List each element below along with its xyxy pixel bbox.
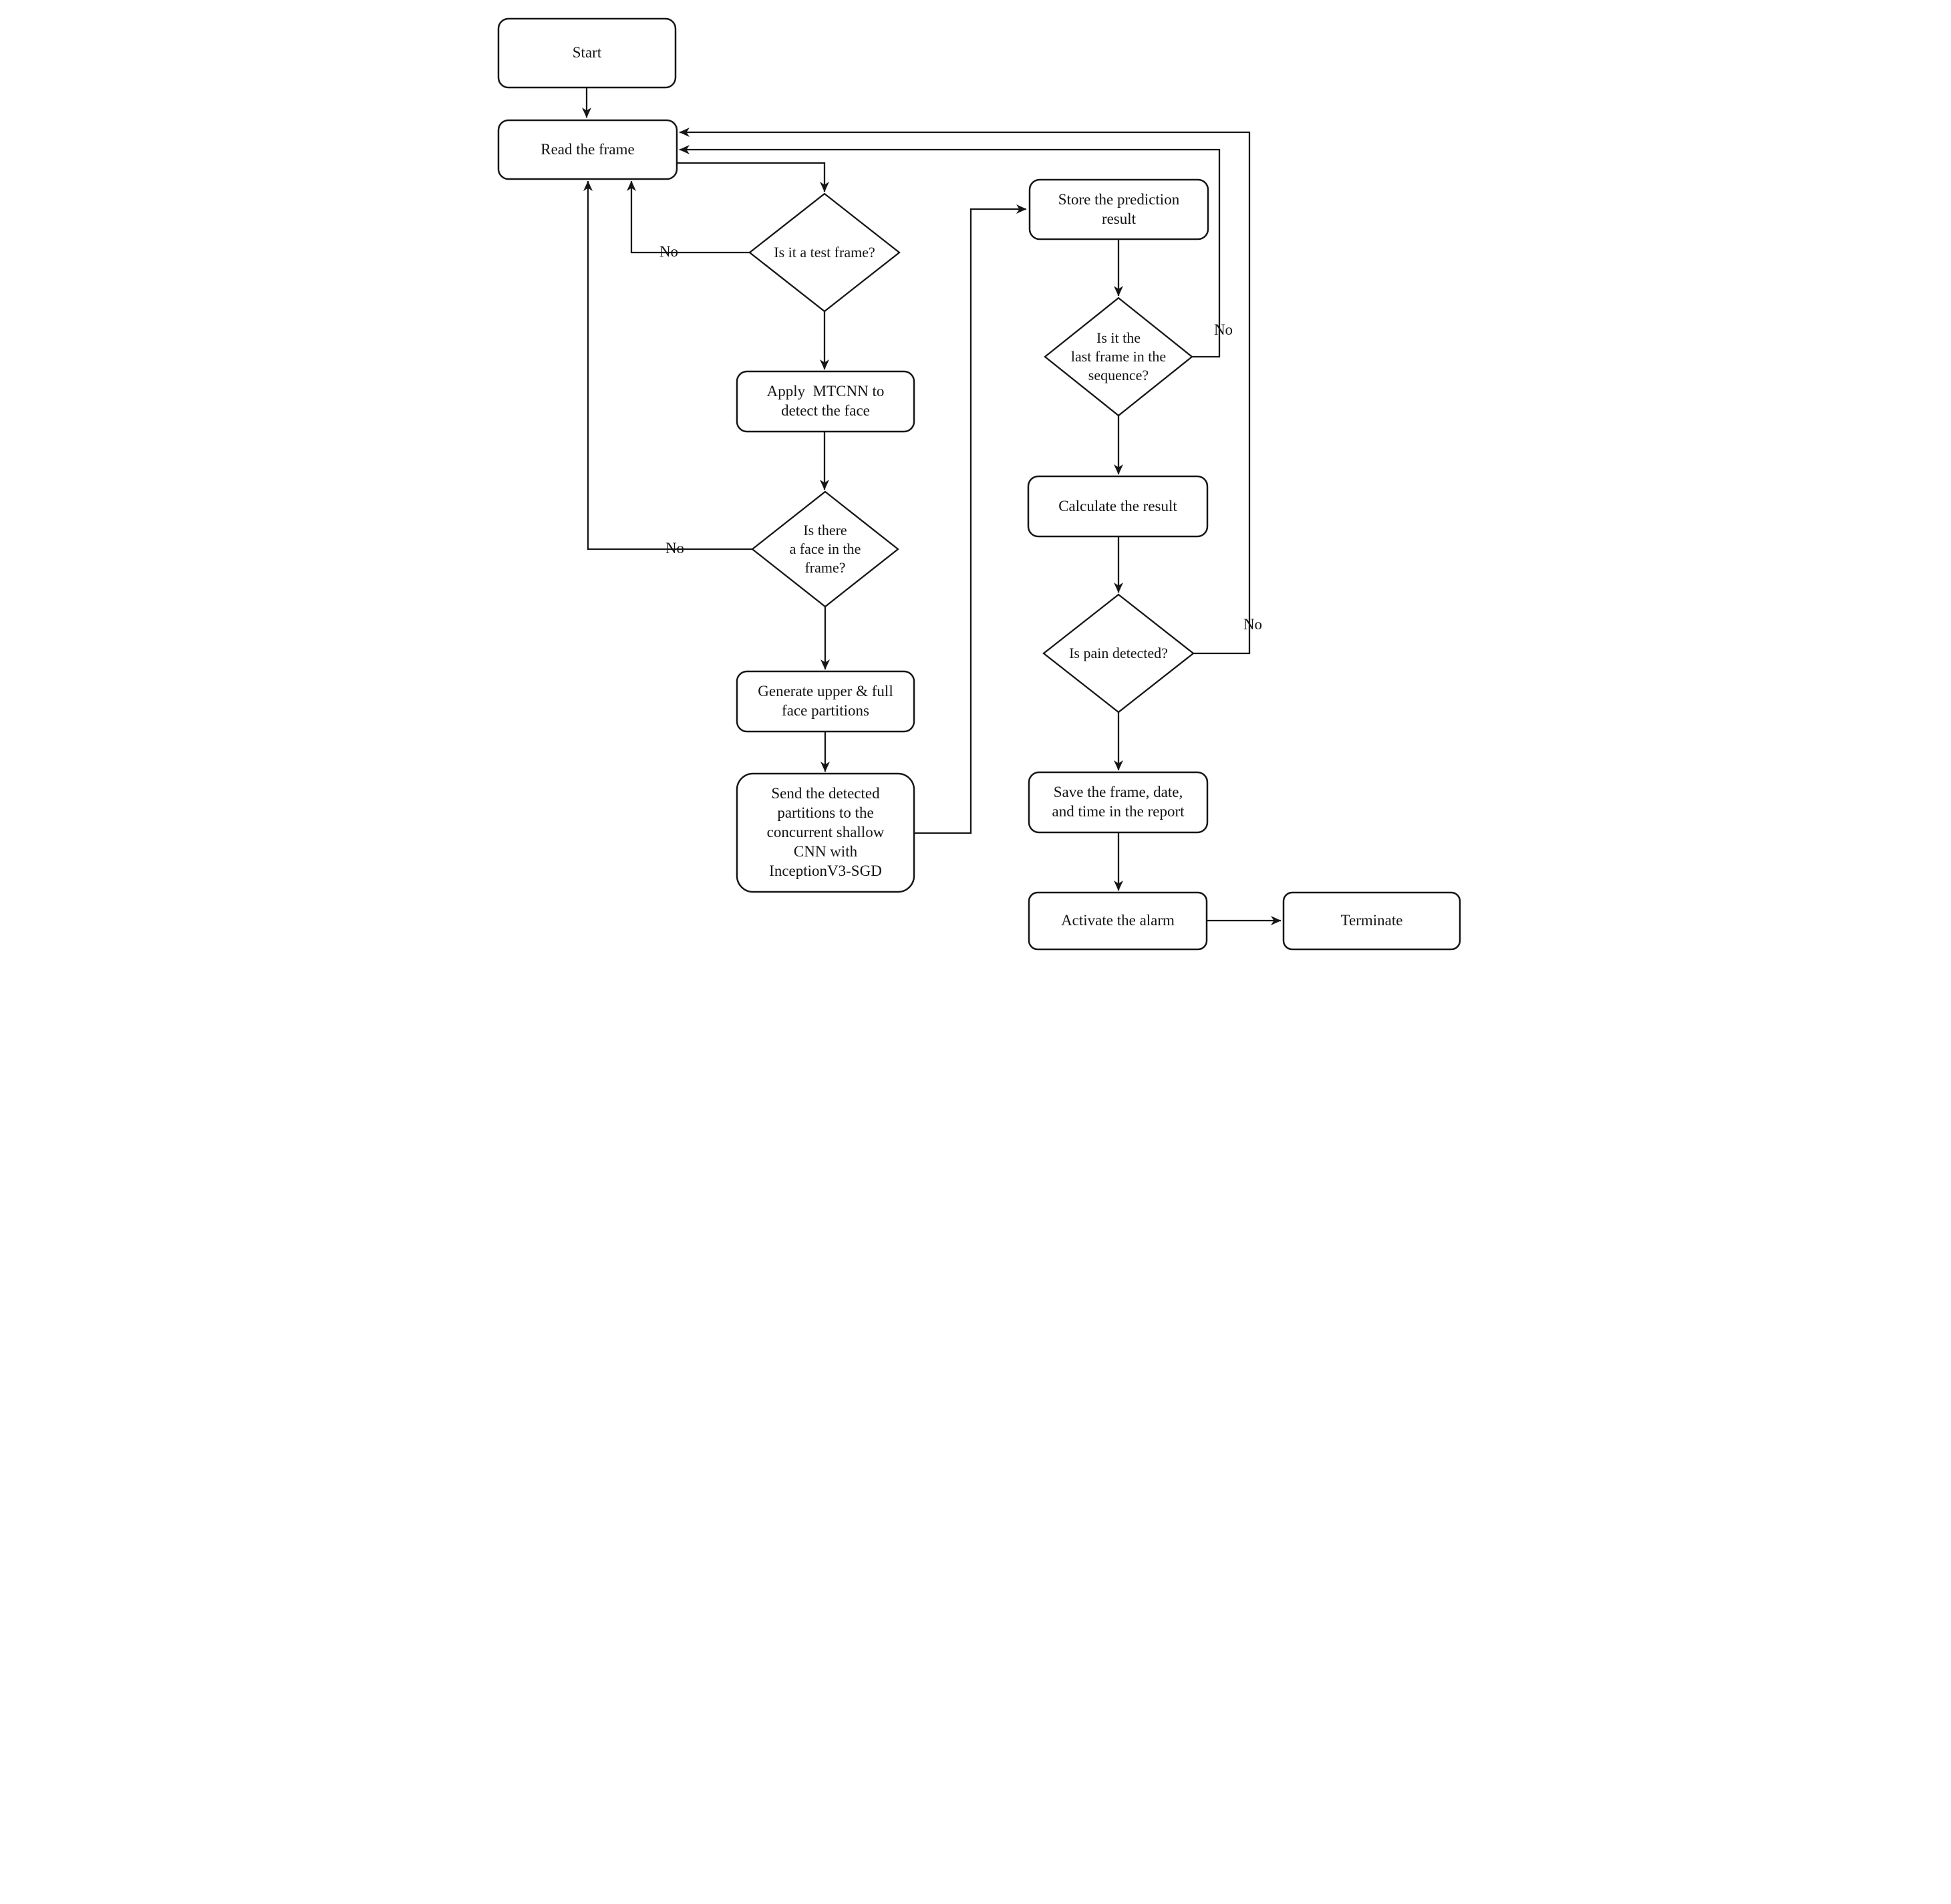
apply-mtcnn-box-shape — [736, 370, 915, 433]
flowchart-drawing — [497, 17, 1461, 951]
read-frame-box-shape — [497, 119, 678, 180]
is-pain-diamond-shape — [1042, 593, 1195, 713]
edge-test-no-to-read — [627, 180, 750, 254]
calculate-result-box-shape — [1027, 475, 1209, 538]
nodes-group — [497, 17, 1461, 951]
store-result-box-shape — [1028, 178, 1209, 241]
edge-read-to-test — [677, 162, 829, 192]
generate-partitions-box-shape — [736, 670, 915, 733]
edge-send-to-store — [914, 204, 1027, 834]
is-face-diamond-shape — [751, 490, 899, 608]
edge-face-no-to-read — [583, 180, 752, 550]
send-partitions-box-shape — [736, 772, 915, 893]
save-report-box-shape — [1028, 771, 1209, 834]
is-test-frame-diamond-shape — [748, 192, 901, 313]
activate-alarm-box-shape — [1028, 891, 1208, 951]
flowchart-canvas: Start Read the frame Is it a test frame?… — [488, 0, 1463, 952]
edge-pain-no-to-read — [679, 128, 1251, 655]
start-box-shape — [497, 17, 677, 89]
is-last-frame-diamond-shape — [1044, 297, 1193, 417]
edge-last-no-to-read — [679, 145, 1221, 358]
terminate-box-shape — [1282, 891, 1461, 951]
edges-group — [582, 88, 1282, 925]
